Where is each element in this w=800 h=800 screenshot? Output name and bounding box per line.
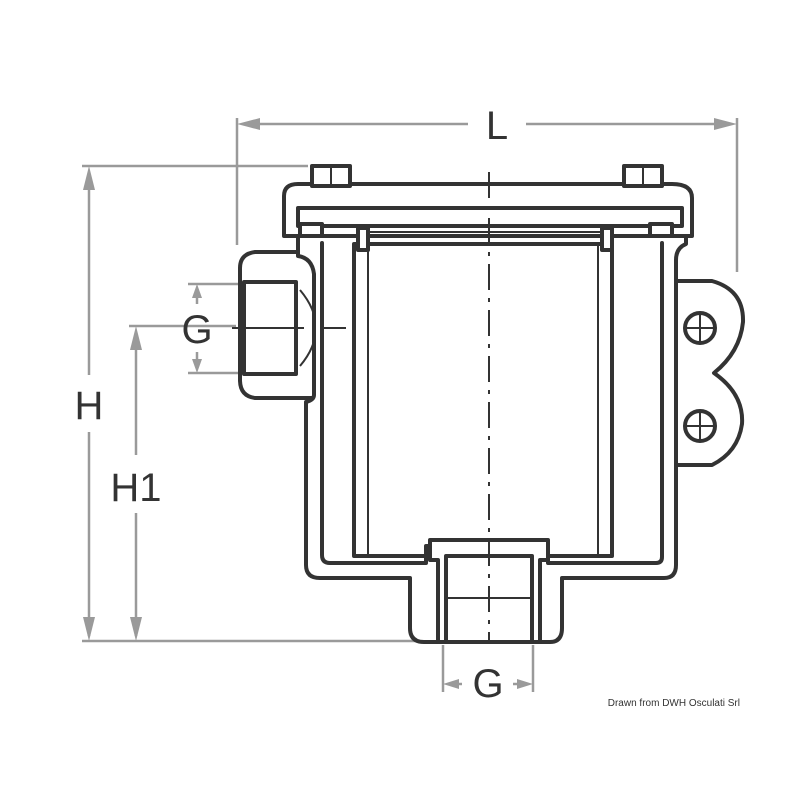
drawing-credit: Drawn from DWH Osculati Srl (608, 698, 740, 709)
arrow-down (130, 617, 142, 641)
dimension-label-h1: H1 (110, 466, 161, 510)
inlet-boss (238, 250, 322, 400)
lid-clamp (298, 222, 324, 238)
basket-clip (356, 226, 370, 252)
dimension-label-g-inlet: G (181, 308, 212, 352)
dimension-height: H (75, 164, 420, 643)
arrow-left (443, 679, 459, 689)
mounting-hole (683, 409, 717, 443)
arrow-left (237, 118, 260, 130)
arrow-right (517, 679, 533, 689)
lid-clamp (648, 222, 674, 238)
strainer-body (232, 164, 746, 644)
dimension-thread-inlet: G (181, 282, 244, 375)
arrow-up (83, 166, 95, 190)
dimension-label-l: L (486, 104, 508, 148)
arrow-right (714, 118, 737, 130)
arrow-down (83, 617, 95, 641)
arrow-up (130, 326, 142, 350)
mounting-hole (683, 311, 717, 345)
arrow-down (192, 359, 202, 373)
dimension-thread-outlet: G (441, 645, 535, 706)
arrow-up (192, 284, 202, 298)
dimension-label-g-outlet: G (472, 662, 503, 706)
housing-outer (296, 234, 688, 644)
dimension-label-h: H (75, 384, 104, 428)
dimension-height-inlet: H1 (110, 324, 236, 641)
dimension-length: L (235, 104, 739, 272)
basket-clip (600, 226, 614, 252)
